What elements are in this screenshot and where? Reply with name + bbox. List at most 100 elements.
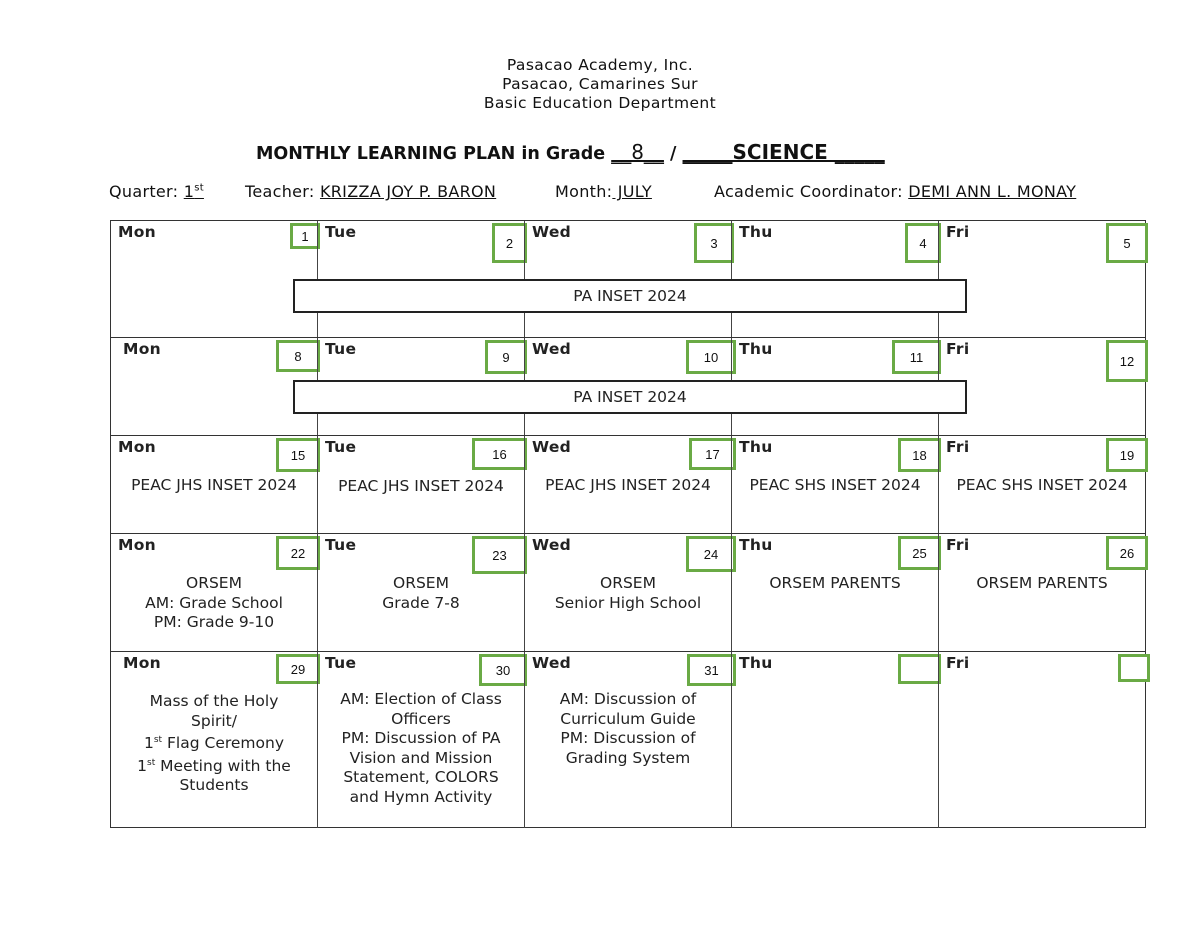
date-box: 19 <box>1106 438 1148 472</box>
day-label: Tue <box>325 654 357 672</box>
date-box: 11 <box>892 340 941 374</box>
date-box <box>898 654 941 684</box>
day-label: Thu <box>739 438 773 456</box>
date-box: 30 <box>479 654 527 686</box>
teacher-field: Teacher: KRIZZA JOY P. BARON <box>245 182 496 201</box>
date-box: 3 <box>694 223 734 263</box>
day-cell: Wed 10 <box>524 338 736 436</box>
date-box: 2 <box>492 223 527 263</box>
day-label: Fri <box>946 340 970 358</box>
plan-title-prefix: MONTHLY LEARNING PLAN in Grade <box>256 144 606 164</box>
date-box: 8 <box>276 340 320 372</box>
day-label: Mon <box>118 223 157 241</box>
quarter-field: Quarter: 1st <box>109 182 204 201</box>
day-cell: Mon 29 Mass of the Holy Spirit/ 1st Flag… <box>110 652 320 828</box>
coordinator-label: Academic Coordinator: <box>714 182 903 201</box>
activity-text: Mass of the Holy Spirit/ 1st Flag Ceremo… <box>137 692 291 795</box>
date-box: 12 <box>1106 340 1148 382</box>
month-value: JULY <box>612 182 652 201</box>
date-box: 9 <box>485 340 527 374</box>
day-label: Fri <box>946 654 970 672</box>
teacher-label: Teacher: <box>245 182 315 201</box>
week-row: Mon 29 Mass of the Holy Spirit/ 1st Flag… <box>110 651 1150 828</box>
day-label: Fri <box>946 536 970 554</box>
day-cell: Thu 11 <box>731 338 941 436</box>
date-box: 1 <box>290 223 320 249</box>
week-row: Mon 1 Tue 2 Wed 3 Thu 4 Fri 5 PA INSET 2… <box>110 220 1148 338</box>
date-box: 29 <box>276 654 320 684</box>
day-label: Thu <box>739 340 773 358</box>
event-banner: PA INSET 2024 <box>293 380 967 414</box>
date-box: 17 <box>689 438 736 470</box>
day-label: Wed <box>532 438 572 456</box>
day-cell: Thu 18 PEAC SHS INSET 2024 <box>731 436 941 534</box>
date-box: 31 <box>687 654 736 686</box>
date-box: 15 <box>276 438 320 472</box>
day-cell: Fri 12 <box>938 338 1148 436</box>
day-cell: Mon 15 PEAC JHS INSET 2024 <box>110 436 320 534</box>
day-label: Wed <box>532 340 572 358</box>
day-cell: Fri <box>938 652 1150 828</box>
day-label: Fri <box>946 438 970 456</box>
day-cell: Thu <box>731 652 941 828</box>
day-cell: Tue 16 PEAC JHS INSET 2024 <box>317 436 527 534</box>
plan-subject: _____SCIENCE _____ <box>682 140 885 164</box>
coordinator-value: DEMI ANN L. MONAY <box>908 182 1077 201</box>
day-label: Wed <box>532 536 572 554</box>
day-label: Tue <box>325 340 357 358</box>
day-label: Thu <box>739 654 773 672</box>
department-name: Basic Education Department <box>483 94 717 112</box>
day-label: Tue <box>325 536 357 554</box>
date-box: 5 <box>1106 223 1148 263</box>
week-row: Mon 8 Tue 9 Wed 10 Thu 11 Fri 12 PA INSE… <box>110 337 1148 436</box>
activity-text: ORSEM PARENTS <box>976 574 1108 592</box>
school-address: Pasacao, Camarines Sur <box>502 75 698 93</box>
plan-grade: __8__ <box>611 140 664 164</box>
week-row: Mon 15 PEAC JHS INSET 2024 Tue 16 PEAC J… <box>110 435 1148 534</box>
day-label: Fri <box>946 223 970 241</box>
coordinator-field: Academic Coordinator: DEMI ANN L. MONAY <box>714 182 1076 201</box>
date-box: 24 <box>686 536 736 572</box>
activity-text: PEAC JHS INSET 2024 <box>338 477 504 495</box>
plan-title: MONTHLY LEARNING PLAN in Grade __8__ / _… <box>256 140 885 164</box>
month-label: Month: <box>555 182 613 201</box>
month-field: Month: JULY <box>555 182 652 201</box>
day-label: Tue <box>325 438 357 456</box>
day-label: Tue <box>325 223 357 241</box>
day-cell: Fri 5 <box>938 221 1148 338</box>
activity-text: PEAC JHS INSET 2024 <box>545 476 711 494</box>
day-label: Mon <box>123 340 162 358</box>
day-label: Wed <box>532 223 572 241</box>
date-box: 26 <box>1106 536 1148 570</box>
day-cell: Thu 25 ORSEM PARENTS <box>731 534 941 652</box>
quarter-value: 1st <box>183 182 204 201</box>
date-box: 4 <box>905 223 941 263</box>
date-box: 10 <box>686 340 736 374</box>
event-banner: PA INSET 2024 <box>293 279 967 313</box>
date-box: 18 <box>898 438 941 472</box>
day-label: Mon <box>118 438 157 456</box>
quarter-label: Quarter: <box>109 182 179 201</box>
day-cell: Wed 3 <box>524 221 734 338</box>
day-cell: Fri 19 PEAC SHS INSET 2024 <box>938 436 1148 534</box>
date-box: 23 <box>472 536 527 574</box>
day-label: Mon <box>118 536 157 554</box>
day-cell: Mon 1 <box>110 221 320 338</box>
day-cell: Wed 17 PEAC JHS INSET 2024 <box>524 436 736 534</box>
day-label: Thu <box>739 536 773 554</box>
day-cell: Mon 8 <box>110 338 320 436</box>
day-label: Wed <box>532 654 572 672</box>
day-cell: Fri 26 ORSEM PARENTS <box>938 534 1148 652</box>
activity-text: PEAC SHS INSET 2024 <box>956 476 1128 494</box>
